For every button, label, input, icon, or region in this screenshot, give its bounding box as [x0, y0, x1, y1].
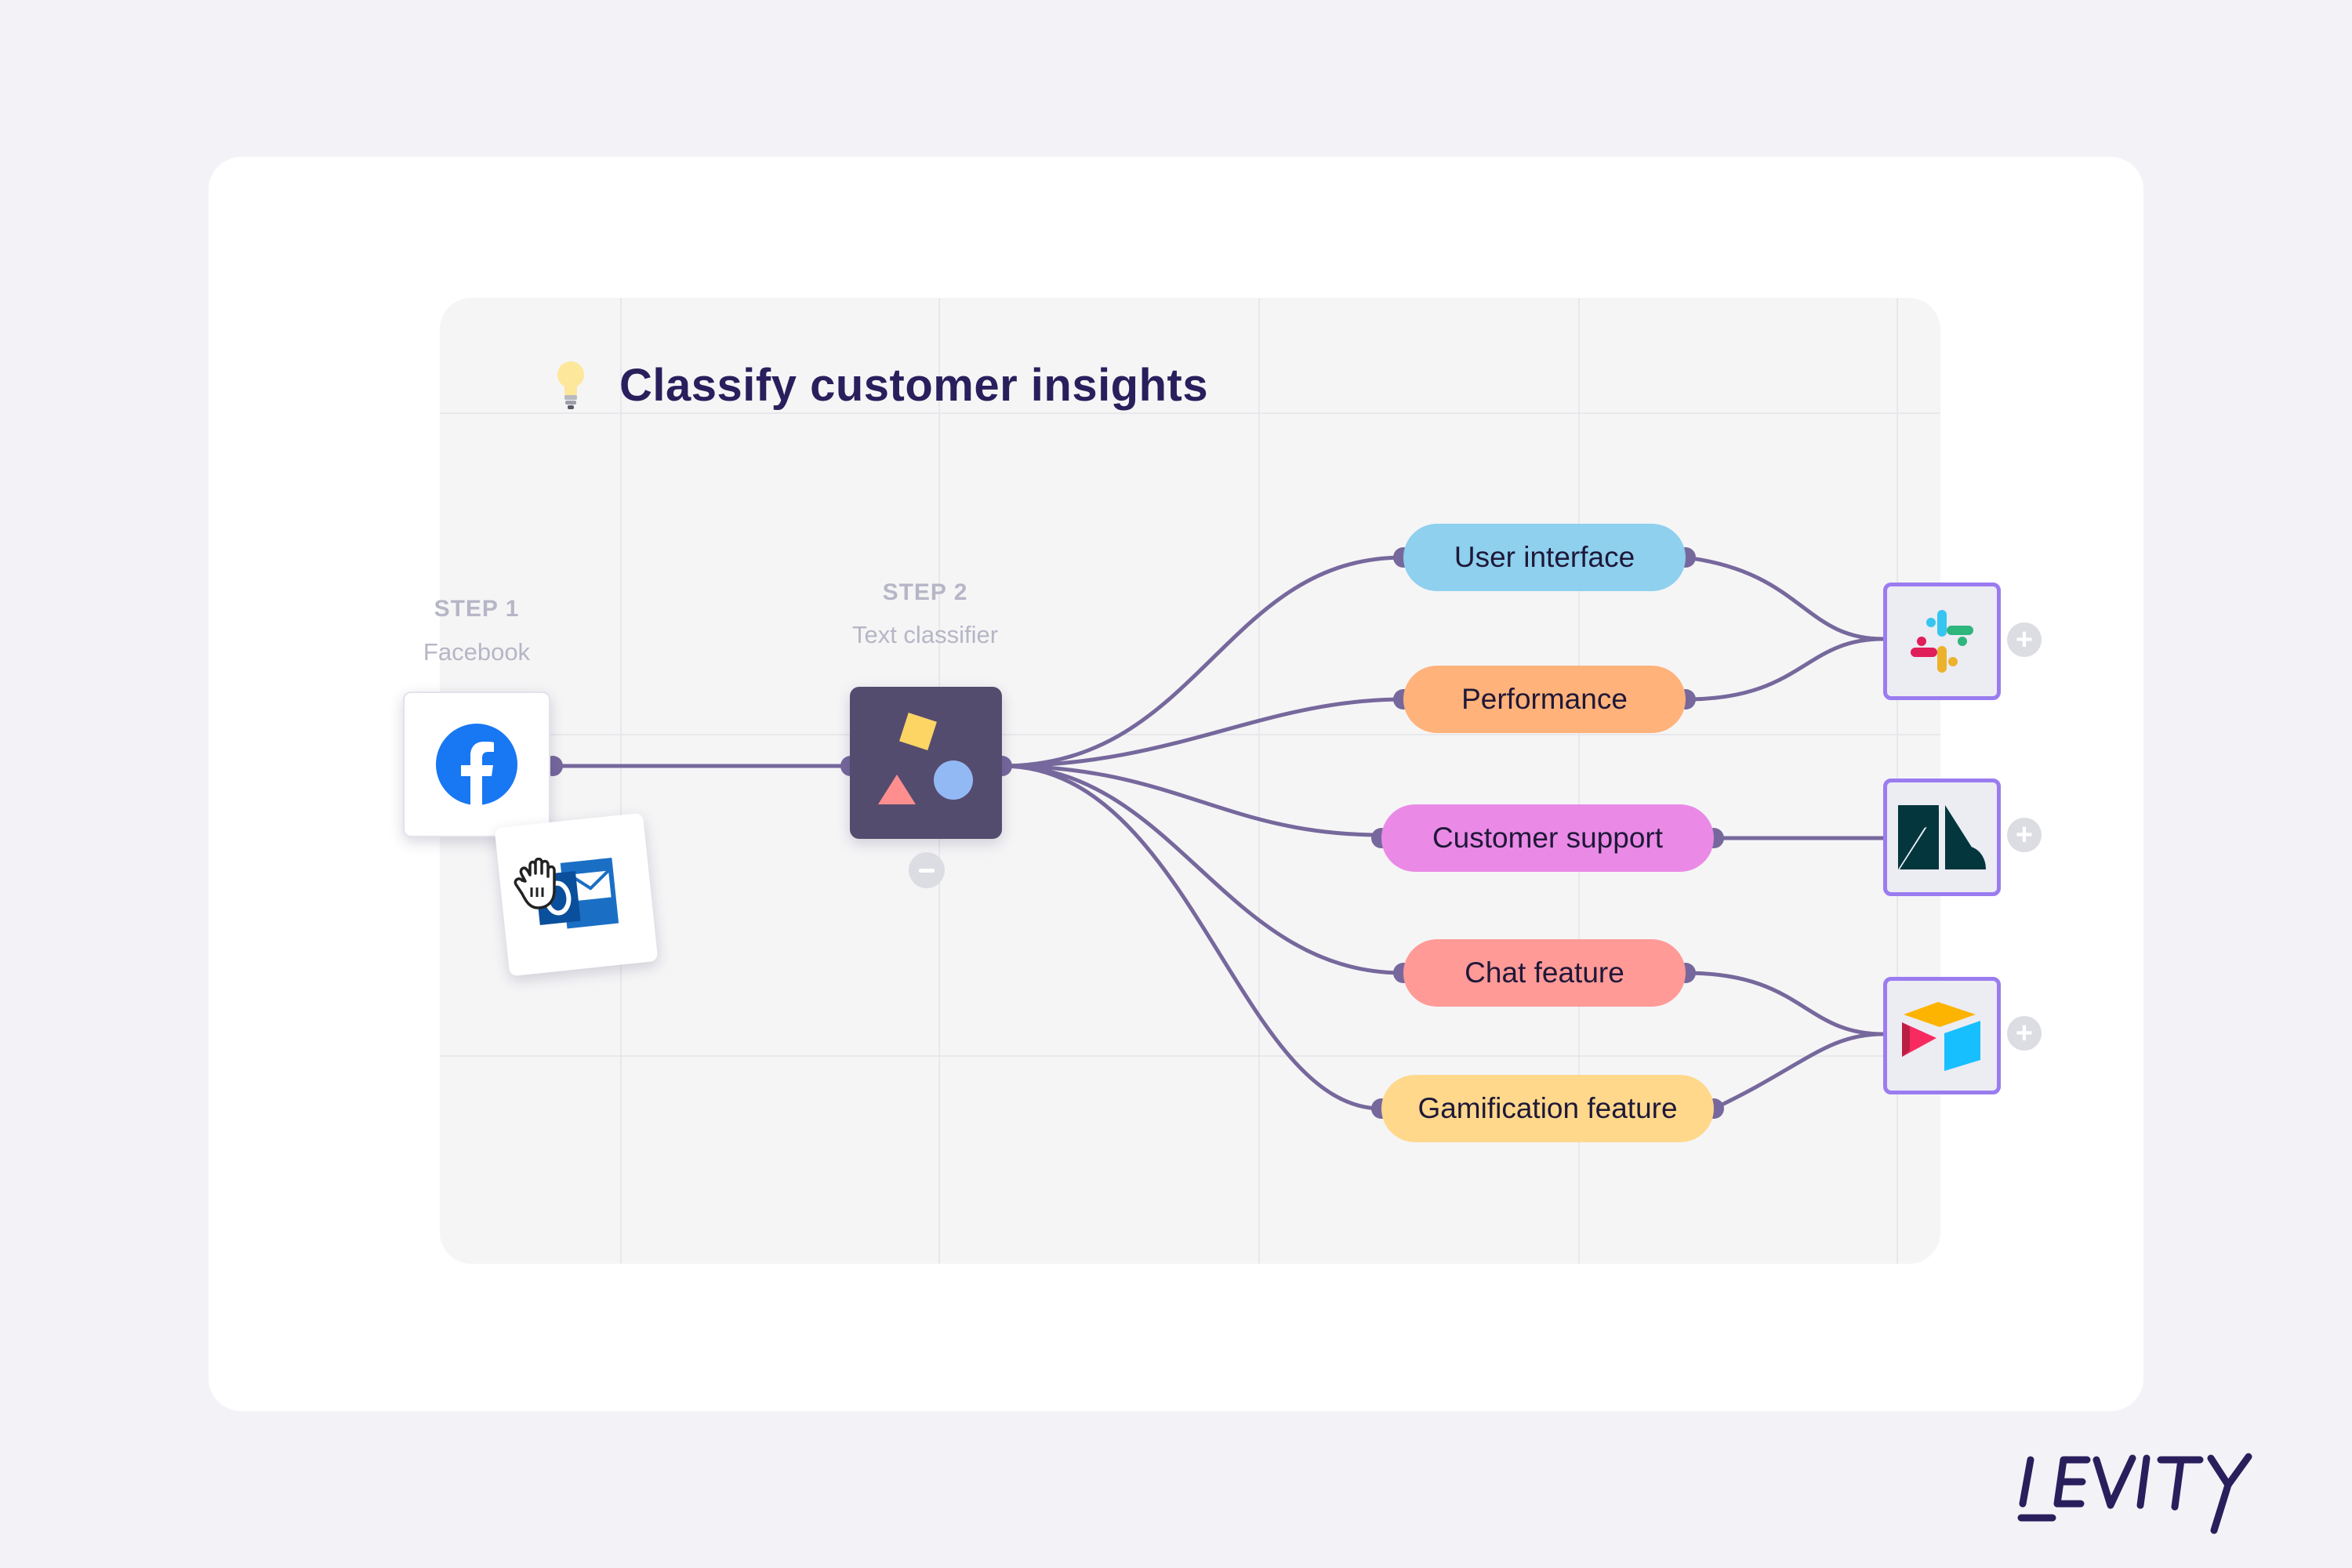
- collapse-button[interactable]: [909, 852, 945, 888]
- wire-to-user-interface: [1001, 555, 1404, 768]
- text-classifier-icon: [878, 713, 973, 804]
- airtable-icon: [1902, 1002, 1980, 1071]
- add-destination-button[interactable]: +: [2007, 818, 2042, 852]
- grab-cursor-icon: [514, 858, 556, 909]
- add-destination-button[interactable]: +: [2007, 622, 2042, 657]
- destination-slack[interactable]: [1883, 583, 2001, 700]
- category-pill-gamification[interactable]: Gamification feature: [1381, 1075, 1714, 1142]
- category-label: Performance: [1461, 683, 1628, 715]
- category-label: Customer support: [1432, 822, 1664, 854]
- wire-to-gamification: [1001, 764, 1382, 1111]
- step1-sublabel: Facebook: [423, 638, 531, 666]
- category-pill-performance[interactable]: Performance: [1403, 666, 1686, 733]
- grid-line: [1578, 298, 1580, 1264]
- category-pill-user-interface[interactable]: User interface: [1403, 524, 1686, 591]
- step1-label: STEP 1: [434, 596, 520, 622]
- wire-ui-to-slack: [1685, 555, 1884, 641]
- step2-text-classifier-node[interactable]: [850, 687, 1002, 839]
- add-destination-button[interactable]: +: [2007, 1016, 2042, 1051]
- wire-performance-to-slack: [1685, 637, 1884, 702]
- lightbulb-icon: [557, 361, 584, 409]
- wire-to-customer-support: [1001, 764, 1382, 837]
- category-label: Chat feature: [1465, 956, 1624, 989]
- category-pill-chat-feature[interactable]: Chat feature: [1403, 939, 1686, 1007]
- destination-zendesk[interactable]: [1883, 779, 2001, 896]
- slack-icon: [1911, 610, 1973, 673]
- category-label: Gamification feature: [1417, 1092, 1678, 1124]
- step2-label: STEP 2: [882, 579, 968, 605]
- grid-line: [1258, 298, 1260, 1264]
- page-title: Classify customer insights: [619, 360, 1209, 411]
- wire-to-performance: [1001, 697, 1404, 768]
- step1-facebook-node[interactable]: [403, 691, 550, 837]
- levity-logo: [2017, 1453, 2252, 1534]
- grid-line: [440, 412, 1940, 414]
- grid-line: [440, 734, 1940, 735]
- zendesk-icon: [1898, 805, 1986, 869]
- wire-gamification-to-airtable: [1712, 1032, 1884, 1111]
- category-pill-customer-support[interactable]: Customer support: [1381, 804, 1714, 872]
- wire-to-chat-feature: [1001, 764, 1404, 975]
- destination-airtable[interactable]: [1883, 977, 2001, 1094]
- grid-line: [620, 298, 622, 1264]
- facebook-icon: [436, 724, 517, 806]
- step2-sublabel: Text classifier: [851, 621, 999, 648]
- category-label: User interface: [1454, 541, 1635, 573]
- grid-line: [440, 1055, 1940, 1057]
- wire-chat-to-airtable: [1685, 971, 1884, 1036]
